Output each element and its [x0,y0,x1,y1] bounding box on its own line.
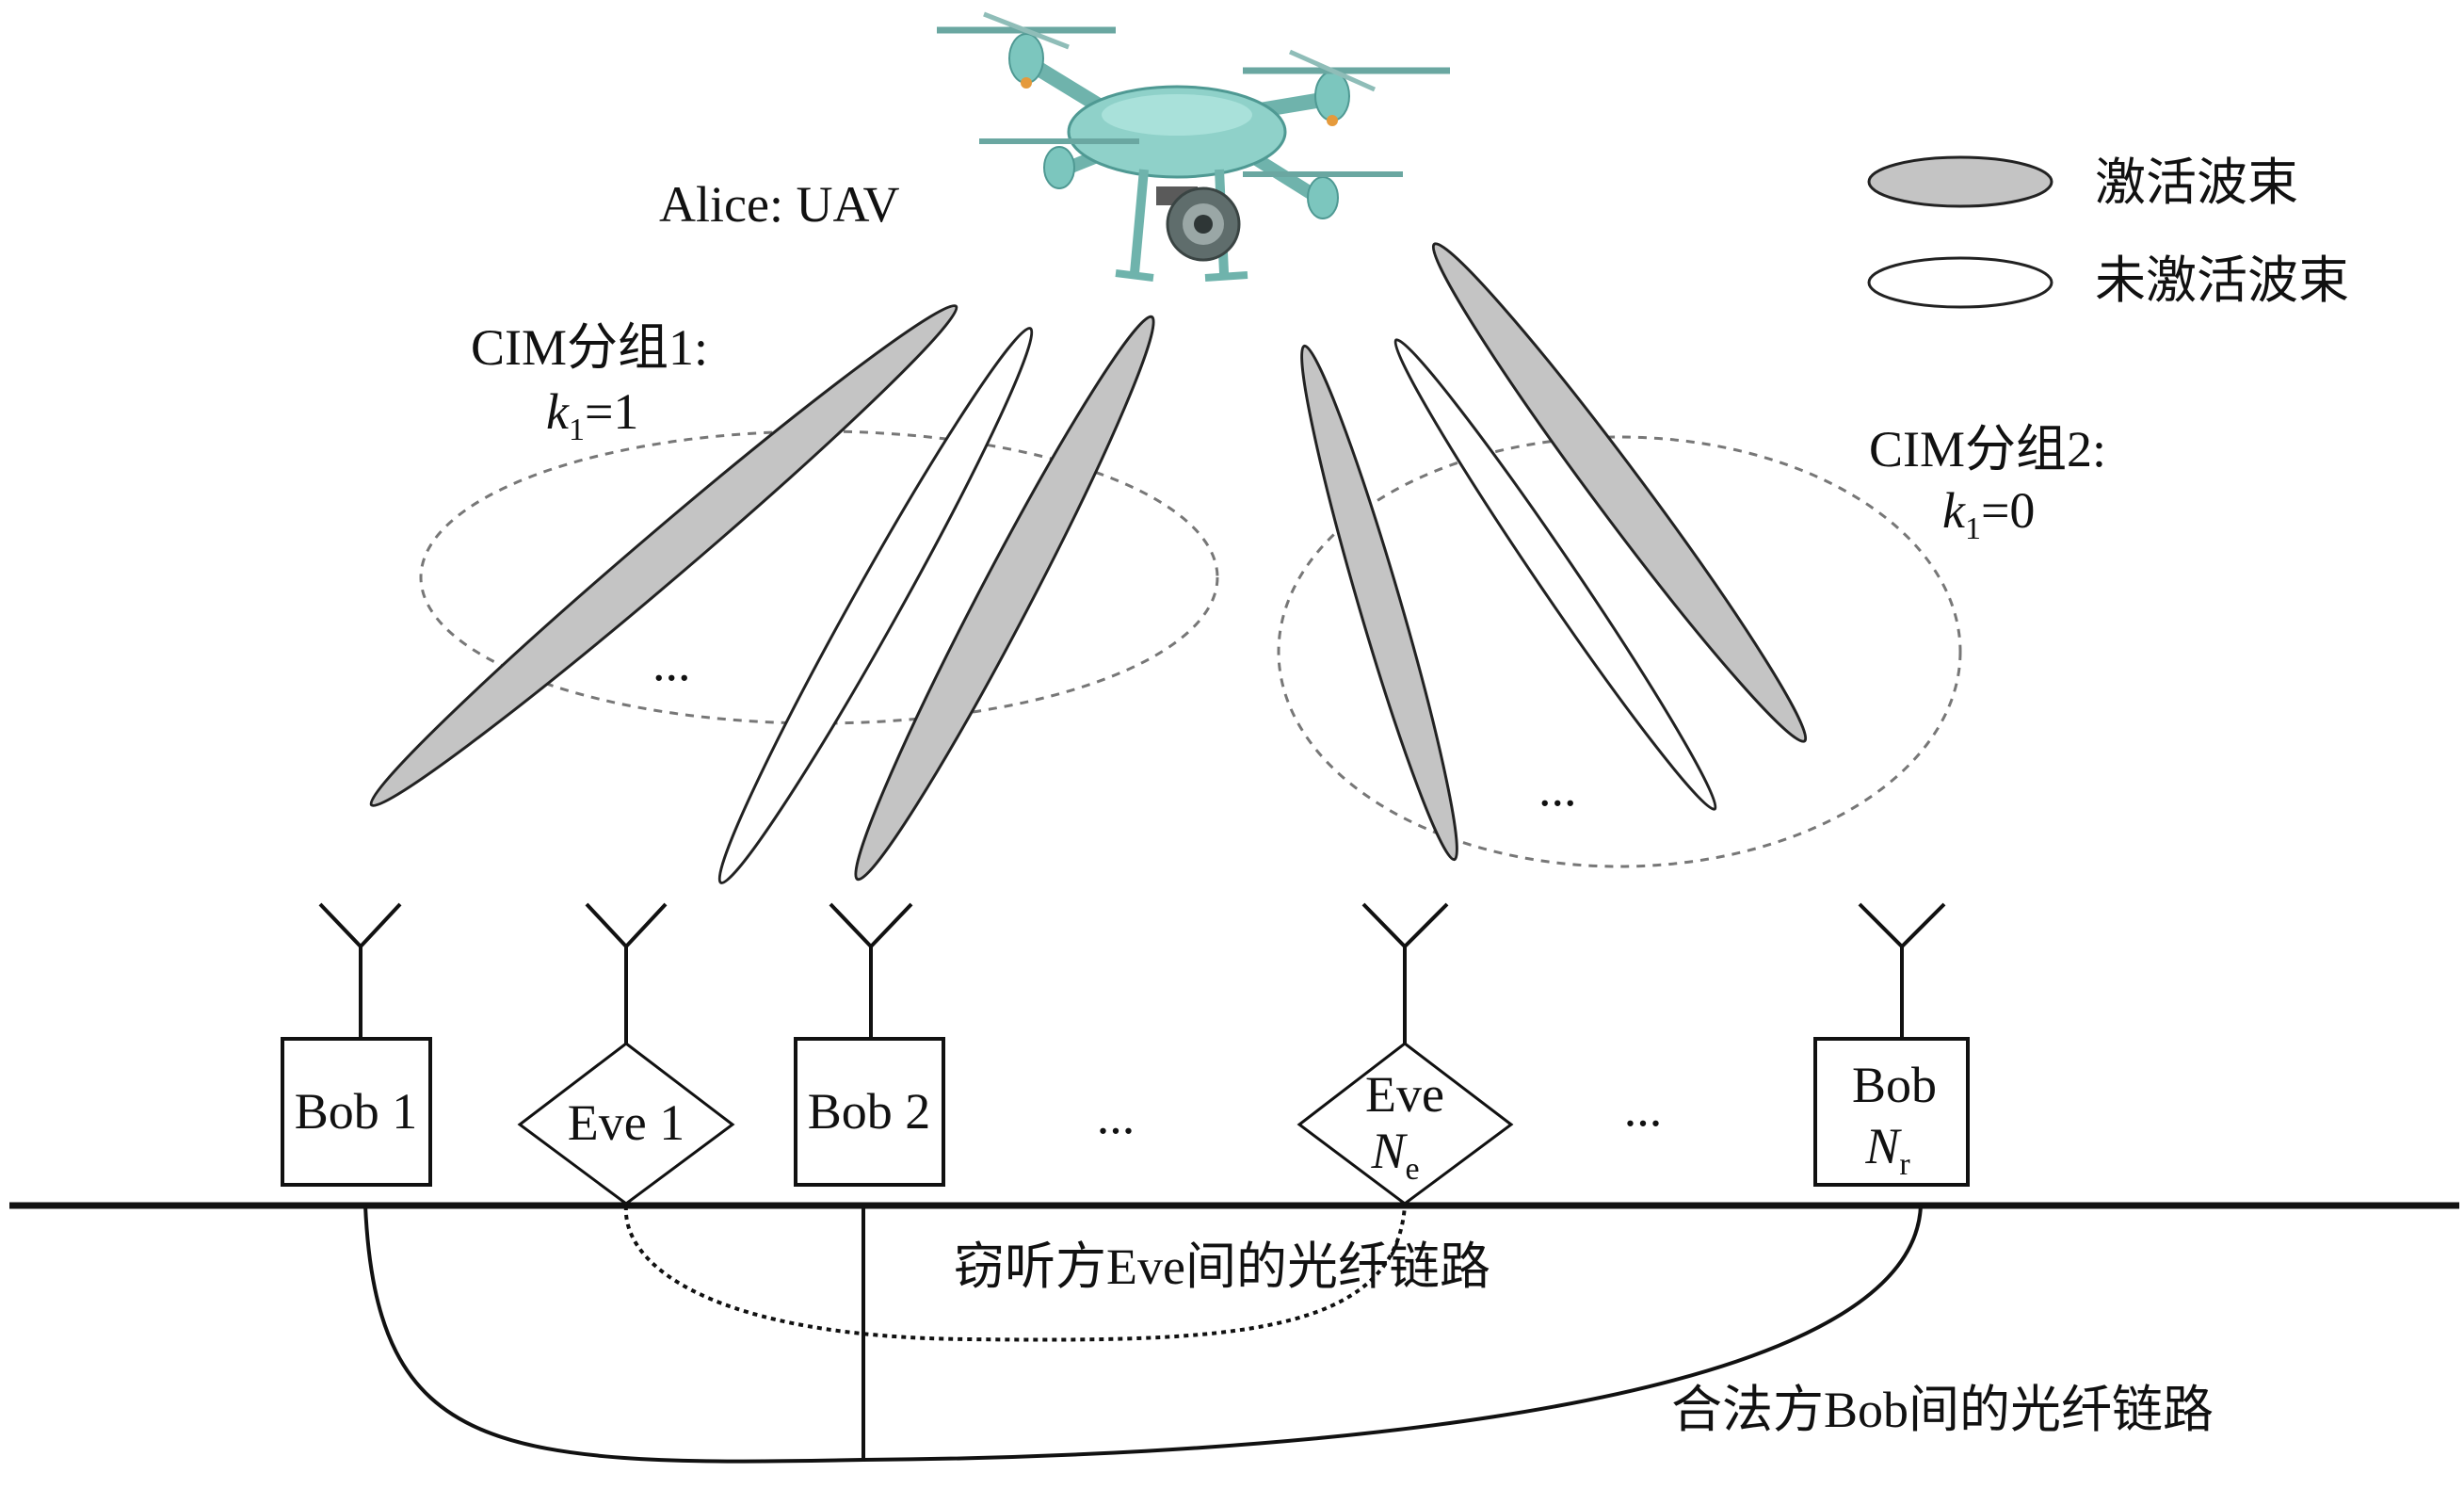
cim-group-2-region [1277,435,1962,868]
bob-link-label: 合法方Bob间的光纤链路 [1671,1382,2214,1438]
svg-text:k1=1: k1=1 [546,383,638,447]
cim-group-2-k-sub: 1 [1965,511,1981,546]
node-eve1-label: Eve 1 [568,1094,684,1151]
beam-inactive-eve1 [717,327,1034,884]
node-bob-nr-label: Bob [1852,1057,1937,1113]
cim-group-1-k: k [546,383,570,440]
node-bob2: Bob 2 [794,1037,945,1187]
cim-group-1-k-sub: 1 [569,413,585,447]
node-eve-ne-sub: e [1405,1152,1419,1187]
group-2-ellipsis: ... [1538,760,1577,817]
legend-active-swatch [1867,155,2053,208]
legend-active-label: 激活波束 [2095,154,2298,211]
drone-icon [937,11,1450,282]
svg-text:k1=0: k1=0 [1942,482,2035,546]
node-bob-nr-sub: r [1899,1147,1910,1182]
cim-group-1-title: CIM分组1: [471,319,708,376]
beam-active-eve-ne [1300,344,1458,862]
cim-group-2-label: CIM分组2: k1=0 [1869,421,2106,546]
group-1-ellipsis: ... [652,635,691,691]
legend: 激活波束 未激活波束 [1867,154,2349,309]
node-bob1-label: Bob 1 [295,1083,418,1140]
node-eve-ne: Eve Ne [1296,1042,1514,1206]
node-eve-ne-label: Eve [1365,1066,1444,1123]
antenna-icon [318,902,402,1039]
cim-group-2-title: CIM分组2: [1869,421,2106,477]
antenna-icon [1858,902,1946,1039]
cim-group-2-k-value: =0 [1981,482,2035,539]
node-bob2-label: Bob 2 [808,1083,931,1140]
cim-group-1-k-value: =1 [585,383,638,440]
antenna-icon [585,902,668,1044]
uav-label: Alice: UAV [659,176,899,233]
node-eve-ne-symbol: N [1370,1123,1408,1179]
svg-text:Ne: Ne [1370,1123,1419,1187]
beam-active-bob2 [854,315,1155,882]
cim-group-2-k: k [1942,482,1966,539]
antenna-icon [1361,902,1449,1044]
antennas [318,902,1946,1044]
legend-inactive-swatch [1867,256,2053,309]
beam-active-bob1 [369,304,958,807]
node-bob-nr: Bob Nr [1813,1037,1970,1187]
legend-inactive-label: 未激活波束 [2095,252,2349,309]
cim-group-1-label: CIM分组1: k1=1 [471,319,708,447]
node-bob-nr-symbol: N [1864,1118,1902,1174]
ground-ellipsis-1: ... [1097,1088,1135,1144]
antenna-icon [829,902,913,1039]
eve-link-label: 窃听方Eve间的光纤链路 [954,1238,1490,1295]
ground-ellipsis-2: ... [1624,1080,1663,1137]
bob-fiber-link [363,1205,1923,1464]
beam-active-bob-nr [1431,242,1808,743]
beam-inactive [1393,338,1717,811]
node-bob1: Bob 1 [281,1037,432,1187]
svg-text:Nr: Nr [1864,1118,1910,1182]
node-eve1: Eve 1 [517,1042,735,1206]
